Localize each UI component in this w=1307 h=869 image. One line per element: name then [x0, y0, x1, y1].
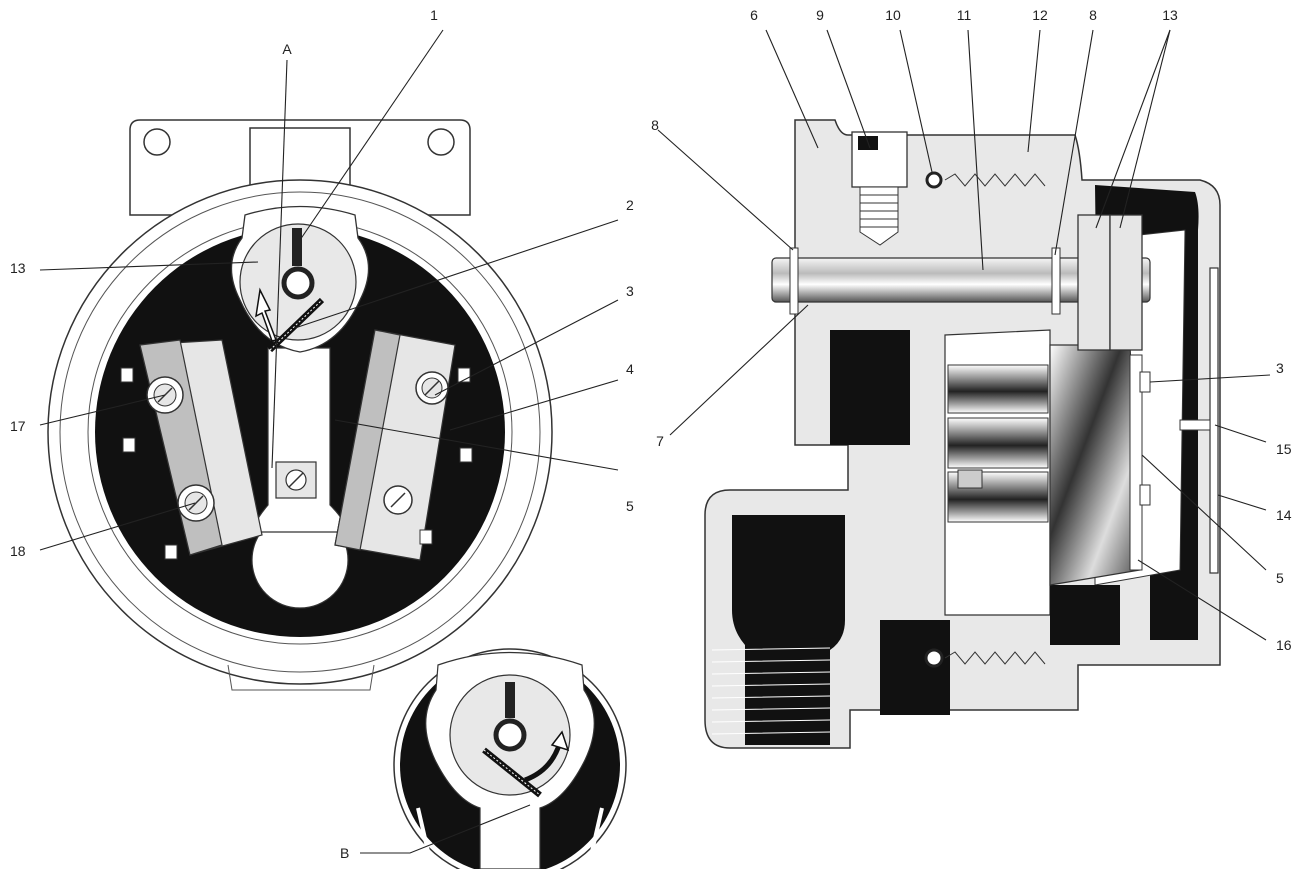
callout-B: B — [340, 845, 349, 861]
callout-A: A — [282, 41, 292, 57]
callout-9: 9 — [816, 7, 824, 23]
cover-plate — [1209, 267, 1219, 574]
callout-15: 15 — [1276, 441, 1292, 457]
o-ring-top — [925, 171, 943, 189]
callout-13-right: 13 — [1162, 7, 1178, 23]
callout-14: 14 — [1276, 507, 1292, 523]
callout-6: 6 — [750, 7, 758, 23]
callout-17: 17 — [10, 418, 26, 434]
callout-7: 7 — [656, 433, 664, 449]
callout-5-left: 5 — [626, 498, 634, 514]
cylinder-top — [947, 364, 1049, 414]
callout-labels: A 1 2 3 4 5 13 17 18 B 6 9 10 11 12 8 13… — [10, 7, 1292, 861]
inset-detail-b — [393, 648, 627, 869]
threaded-inlet — [711, 647, 831, 735]
callout-5-right: 5 — [1276, 570, 1284, 586]
lower-dark-body — [732, 515, 845, 745]
conduit-boss — [249, 127, 351, 189]
cam-pivot — [281, 266, 315, 300]
callout-1: 1 — [430, 7, 438, 23]
diaphragm-plate — [1129, 354, 1143, 571]
callout-16: 16 — [1276, 637, 1292, 653]
cover-thread-top — [944, 173, 1046, 187]
callout-3-left: 3 — [626, 283, 634, 299]
front-view — [47, 119, 553, 691]
section-view — [704, 119, 1221, 749]
callout-10: 10 — [885, 7, 901, 23]
disc-screw-bottom — [1139, 484, 1151, 506]
cylinder-middle — [947, 417, 1049, 469]
callout-12: 12 — [1032, 7, 1048, 23]
housing-foot — [227, 664, 375, 691]
disc-screw-top — [1139, 371, 1151, 393]
cam-block-right — [1109, 214, 1143, 351]
o-ring-bottom — [924, 648, 944, 668]
leader-lines — [39, 29, 1271, 854]
callout-8-left: 8 — [651, 117, 659, 133]
callout-13-left: 13 — [10, 260, 26, 276]
rotation-arrow-a — [255, 287, 278, 342]
right-microswitch — [334, 329, 473, 561]
lower-dark-slab — [880, 620, 950, 715]
spring-coils — [269, 299, 323, 351]
mounting-hole-left — [143, 128, 171, 156]
small-screw — [957, 469, 983, 489]
diaphragm-disc — [1049, 344, 1141, 586]
cam-block-left — [1077, 214, 1111, 351]
shaft-collar-right — [1051, 247, 1061, 315]
mounting-hole-right — [427, 128, 455, 156]
callout-11: 11 — [957, 7, 972, 23]
cam-scale — [292, 228, 302, 266]
left-microswitch — [120, 339, 263, 560]
cap-screw-thread-lines — [860, 194, 898, 228]
callout-2: 2 — [626, 197, 634, 213]
callout-4: 4 — [626, 361, 634, 377]
cover-pin — [1179, 419, 1211, 431]
shaft-collar-left — [789, 247, 799, 315]
lever-screw-slot — [288, 472, 304, 488]
cap-screw-thread — [859, 186, 899, 246]
callout-3-right: 3 — [1276, 360, 1284, 376]
left-dark-block — [830, 330, 910, 445]
callout-8-top: 8 — [1089, 7, 1097, 23]
callout-18: 18 — [10, 543, 26, 559]
housing-inner-ring — [59, 191, 541, 673]
lower-dark-ring — [1050, 585, 1120, 645]
cover-thread-bottom — [944, 651, 1046, 665]
